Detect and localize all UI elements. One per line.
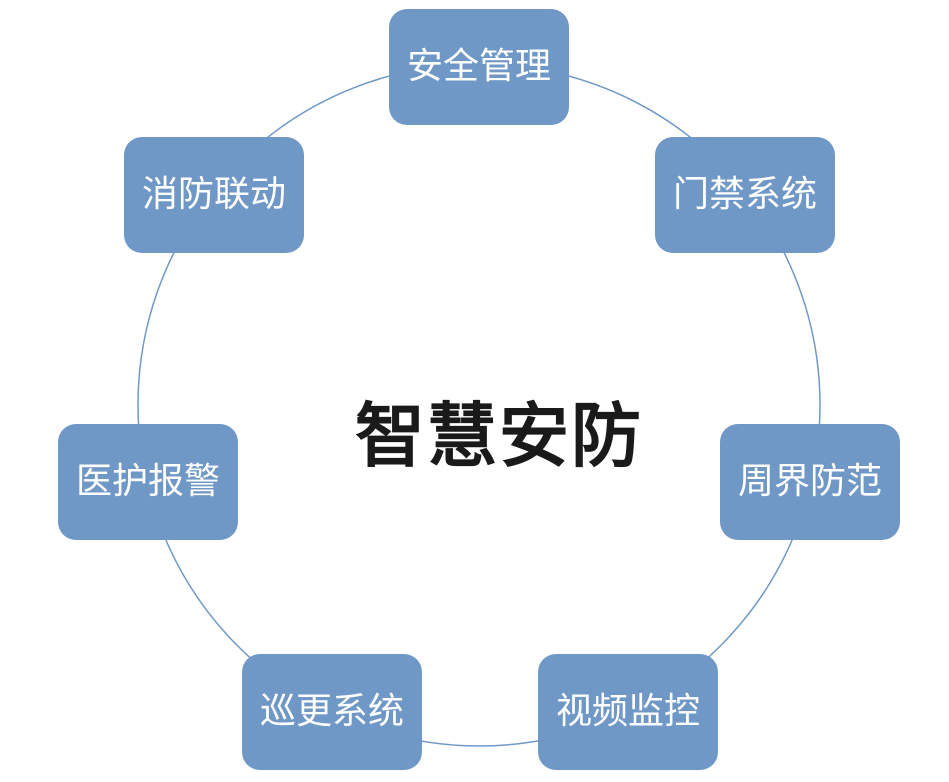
- node-perimeter-protection: 周界防范: [720, 424, 900, 540]
- node-label: 消防联动: [141, 174, 286, 215]
- node-fire-linkage: 消防联动: [124, 137, 304, 253]
- node-medical-alarm: 医护报警: [58, 424, 238, 540]
- node-video-surveillance: 视频监控: [538, 654, 718, 770]
- node-security-management: 安全管理: [389, 9, 569, 125]
- node-label: 巡更系统: [259, 691, 404, 732]
- node-label: 周界防范: [737, 461, 882, 502]
- node-label: 安全管理: [406, 46, 551, 87]
- node-label: 医护报警: [75, 461, 220, 502]
- node-patrol-system: 巡更系统: [242, 654, 422, 770]
- node-label: 门禁系统: [672, 174, 817, 215]
- node-label: 视频监控: [555, 691, 700, 732]
- diagram-center-title: 智慧安防: [355, 395, 643, 477]
- node-access-control: 门禁系统: [655, 137, 835, 253]
